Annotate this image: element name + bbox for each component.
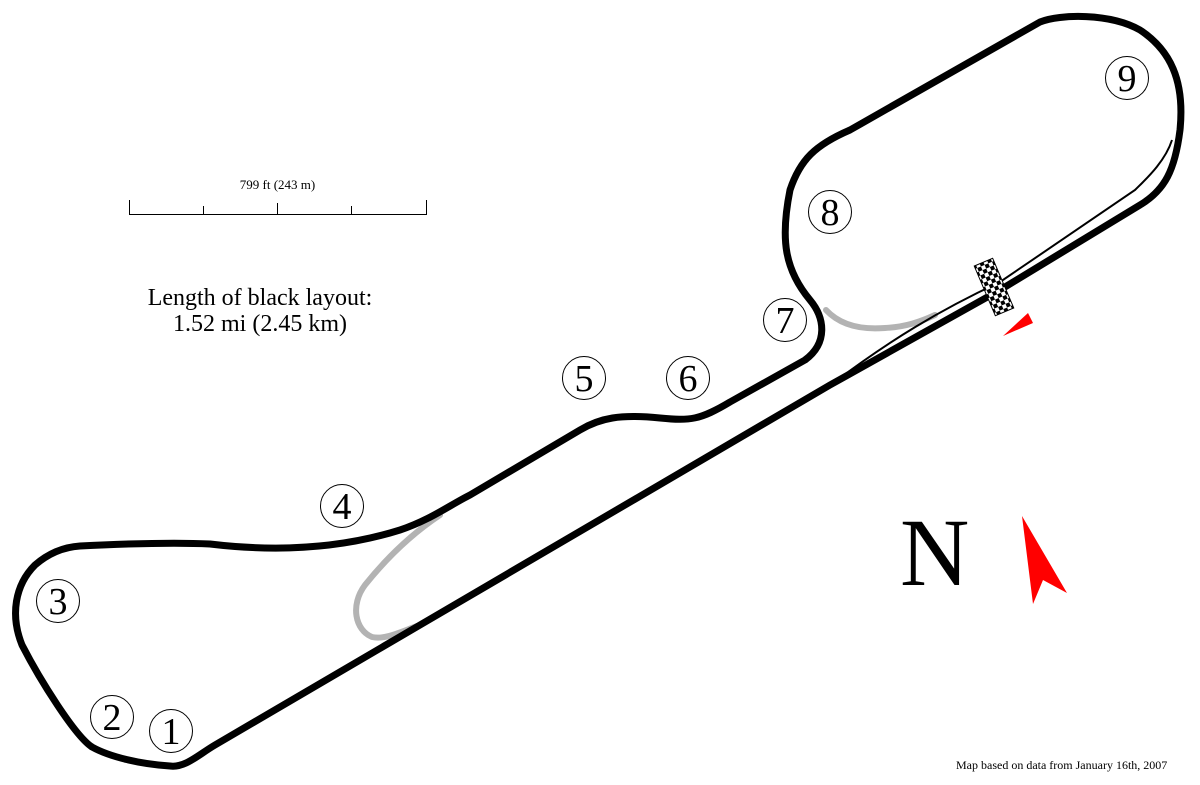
turn-marker-3: 3 (36, 579, 80, 623)
north-arrow-icon (1022, 516, 1067, 604)
main-track (12, 12, 1185, 770)
scale-bar (129, 200, 427, 215)
turn-marker-2: 2 (90, 695, 134, 739)
start-finish-flag (973, 257, 1015, 317)
direction-arrow-icon (1003, 313, 1033, 336)
turn-marker-1: 1 (149, 709, 193, 753)
length-line1: Length of black layout: (147, 285, 373, 311)
turn-marker-7: 7 (763, 298, 807, 342)
alternate-track-sections (353, 307, 938, 641)
pit-lane (831, 139, 1173, 385)
turn-marker-9: 9 (1105, 56, 1149, 100)
scale-label: 799 ft (243 m) (239, 177, 316, 192)
turn-marker-4: 4 (320, 484, 364, 528)
turn-marker-8: 8 (808, 190, 852, 234)
north-label: N (900, 499, 970, 606)
length-line2: 1.52 mi (2.45 km) (173, 311, 347, 337)
turn-marker-6: 6 (666, 356, 710, 400)
layout-length: Length of black layout: 1.52 mi (2.45 km… (110, 285, 410, 337)
credit-note: Map based on data from January 16th, 200… (956, 758, 1168, 772)
turn-marker-5: 5 (562, 356, 606, 400)
